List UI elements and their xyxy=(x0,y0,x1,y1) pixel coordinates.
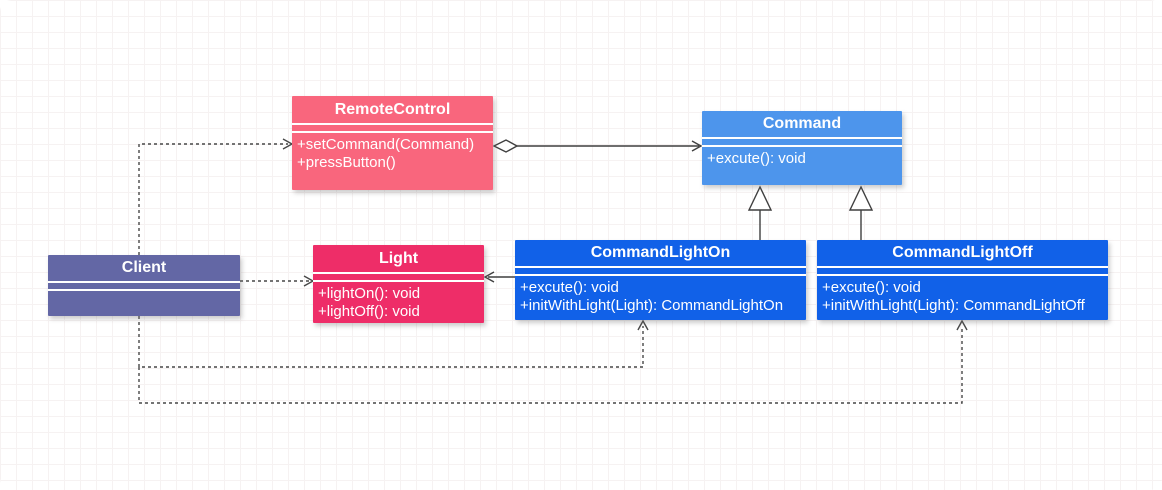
edge-client-to-light[interactable] xyxy=(240,275,315,287)
class-client[interactable]: Client xyxy=(48,255,240,316)
attributes-compartment xyxy=(702,137,902,147)
class-title: RemoteControl xyxy=(334,100,451,118)
method: +pressButton() xyxy=(297,154,396,171)
edge-client-to-commandlightoff[interactable] xyxy=(138,319,968,404)
method: +excute(): void xyxy=(707,150,806,167)
method: +initWithLight(Light): CommandLightOff xyxy=(822,297,1085,314)
edge-remotecontrol-to-command[interactable] xyxy=(492,139,703,153)
edge-client-to-remotecontrol[interactable] xyxy=(138,138,294,255)
method: +excute(): void xyxy=(520,279,619,296)
method: +lightOff(): void xyxy=(318,303,420,320)
class-title: Command xyxy=(762,115,842,132)
attributes-compartment xyxy=(313,272,484,282)
edge-commandlighton-to-light[interactable] xyxy=(483,271,515,283)
attributes-compartment xyxy=(515,266,806,276)
methods-compartment: +excute(): void +initWithLight(Light): C… xyxy=(817,276,1108,315)
methods-compartment: +setCommand(Command) +pressButton() xyxy=(292,133,493,172)
class-title: CommandLightOff xyxy=(892,244,1033,261)
edge-client-to-commandlighton[interactable] xyxy=(138,316,649,368)
edge-commandlighton-to-command[interactable] xyxy=(747,185,773,240)
open-arrowhead xyxy=(282,138,294,150)
class-remotecontrol[interactable]: RemoteControl +setCommand(Command) +pres… xyxy=(292,96,493,190)
open-arrowhead xyxy=(483,271,495,283)
class-command[interactable]: Command +excute(): void xyxy=(702,111,902,185)
class-light[interactable]: Light +lightOn(): void +lightOff(): void xyxy=(313,245,484,323)
inheritance-triangle xyxy=(848,185,874,211)
attributes-compartment xyxy=(292,123,493,133)
class-title: Light xyxy=(378,249,419,267)
methods-compartment: +excute(): void xyxy=(702,147,902,168)
method: +excute(): void xyxy=(822,279,921,296)
methods-compartment: +excute(): void +initWithLight(Light): C… xyxy=(515,276,806,315)
open-arrowhead xyxy=(303,275,315,287)
open-arrowhead xyxy=(637,319,649,331)
inheritance-triangle xyxy=(747,185,773,211)
method: +initWithLight(Light): CommandLightOn xyxy=(520,297,784,314)
methods-compartment: +lightOn(): void +lightOff(): void xyxy=(313,282,484,321)
open-arrowhead xyxy=(691,140,703,152)
class-title: CommandLightOn xyxy=(590,244,731,261)
methods-compartment xyxy=(48,291,240,294)
class-commandlighton[interactable]: CommandLightOn +excute(): void +initWith… xyxy=(515,240,806,320)
attributes-compartment xyxy=(817,266,1108,276)
edge-commandlightoff-to-command[interactable] xyxy=(848,185,874,240)
class-commandlightoff[interactable]: CommandLightOff +excute(): void +initWit… xyxy=(817,240,1108,320)
open-arrowhead xyxy=(956,319,968,331)
attributes-compartment xyxy=(48,281,240,291)
method: +lightOn(): void xyxy=(318,285,421,302)
aggregation-diamond xyxy=(492,139,519,153)
class-title: Client xyxy=(121,259,167,276)
method: +setCommand(Command) xyxy=(297,136,475,153)
